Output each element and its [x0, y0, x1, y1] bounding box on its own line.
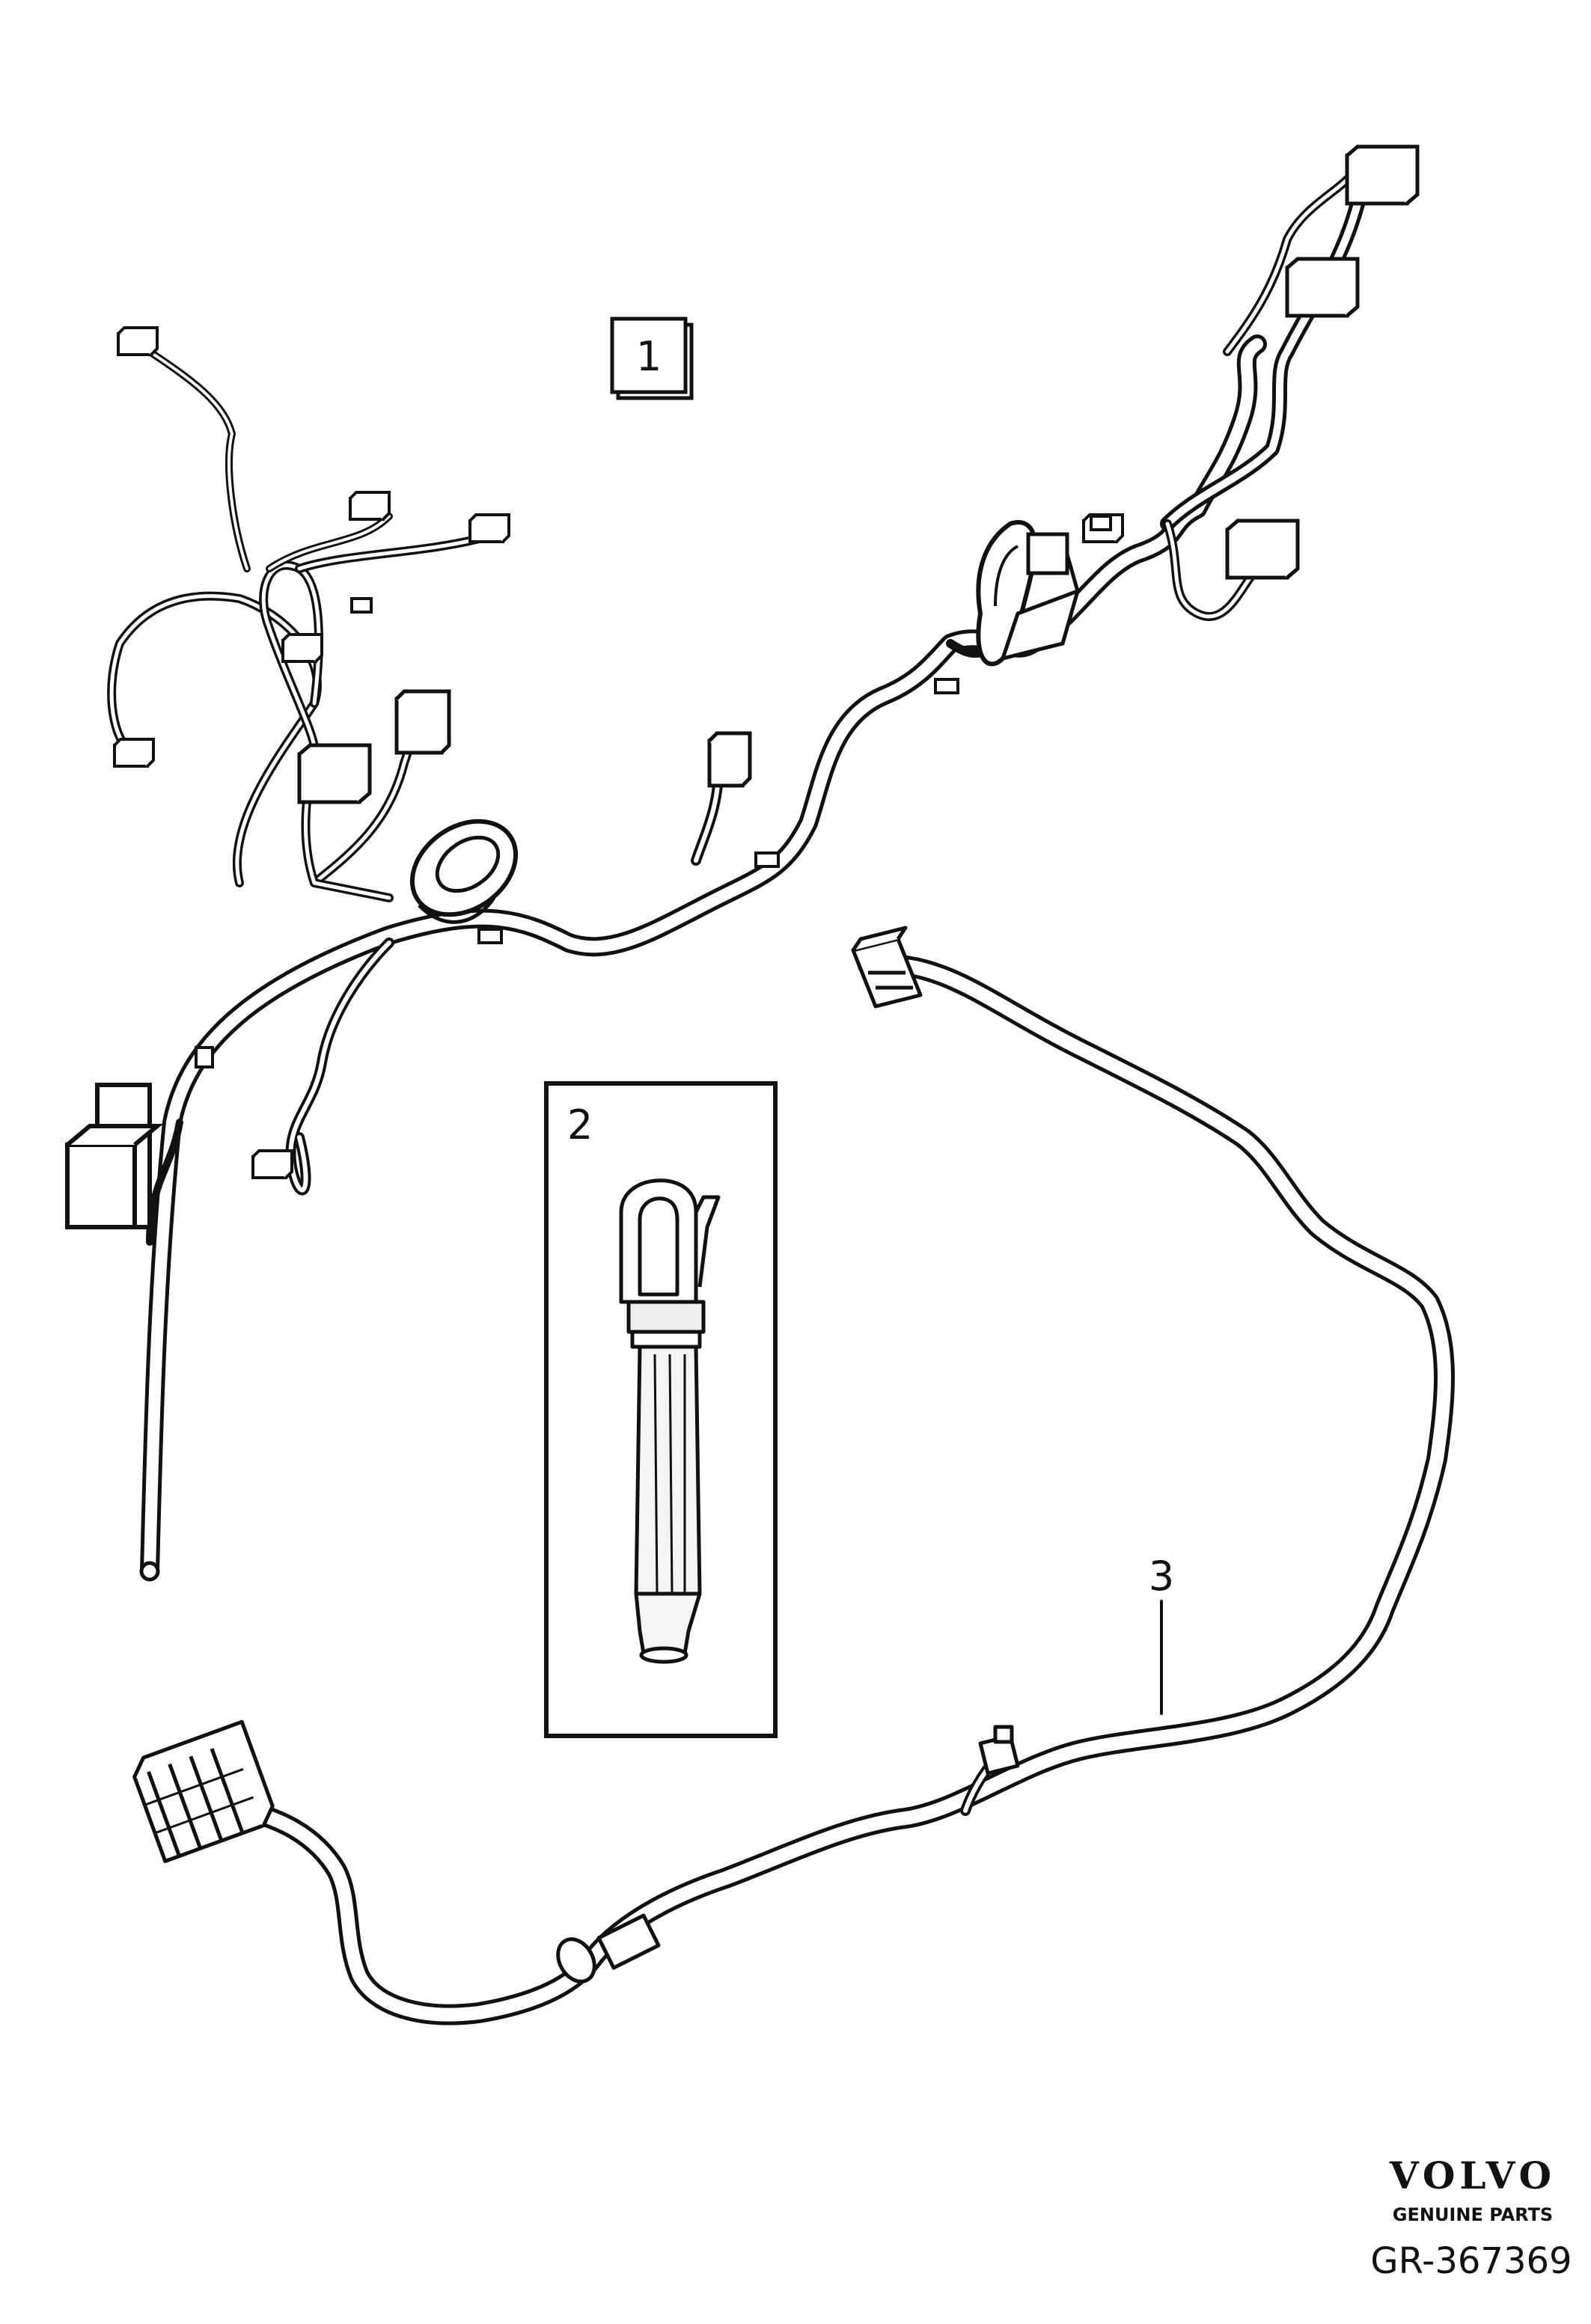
callout-2-label: 2: [567, 1101, 593, 1149]
callout-1-label: 1: [636, 333, 662, 380]
brand-block: VOLVO GENUINE PARTS GR-367369: [1370, 2153, 1572, 2282]
callout-2-frame: 2: [544, 1081, 778, 1738]
harness-1: [65, 147, 1417, 1582]
cable-3: [236, 953, 1455, 2025]
callout-1: 1: [610, 317, 694, 400]
reference-number: GR-367369: [1370, 2240, 1572, 2282]
tool-2: [619, 1178, 721, 1664]
volvo-logo-text: VOLVO: [1389, 2153, 1556, 2198]
cable-3-connectors: [132, 926, 1020, 1984]
grommet-large: [409, 819, 519, 924]
genuine-parts-text: GENUINE PARTS: [1393, 2204, 1553, 2225]
callout-3-label: 3: [1149, 1553, 1174, 1600]
bracket-connector: [65, 1083, 164, 1229]
